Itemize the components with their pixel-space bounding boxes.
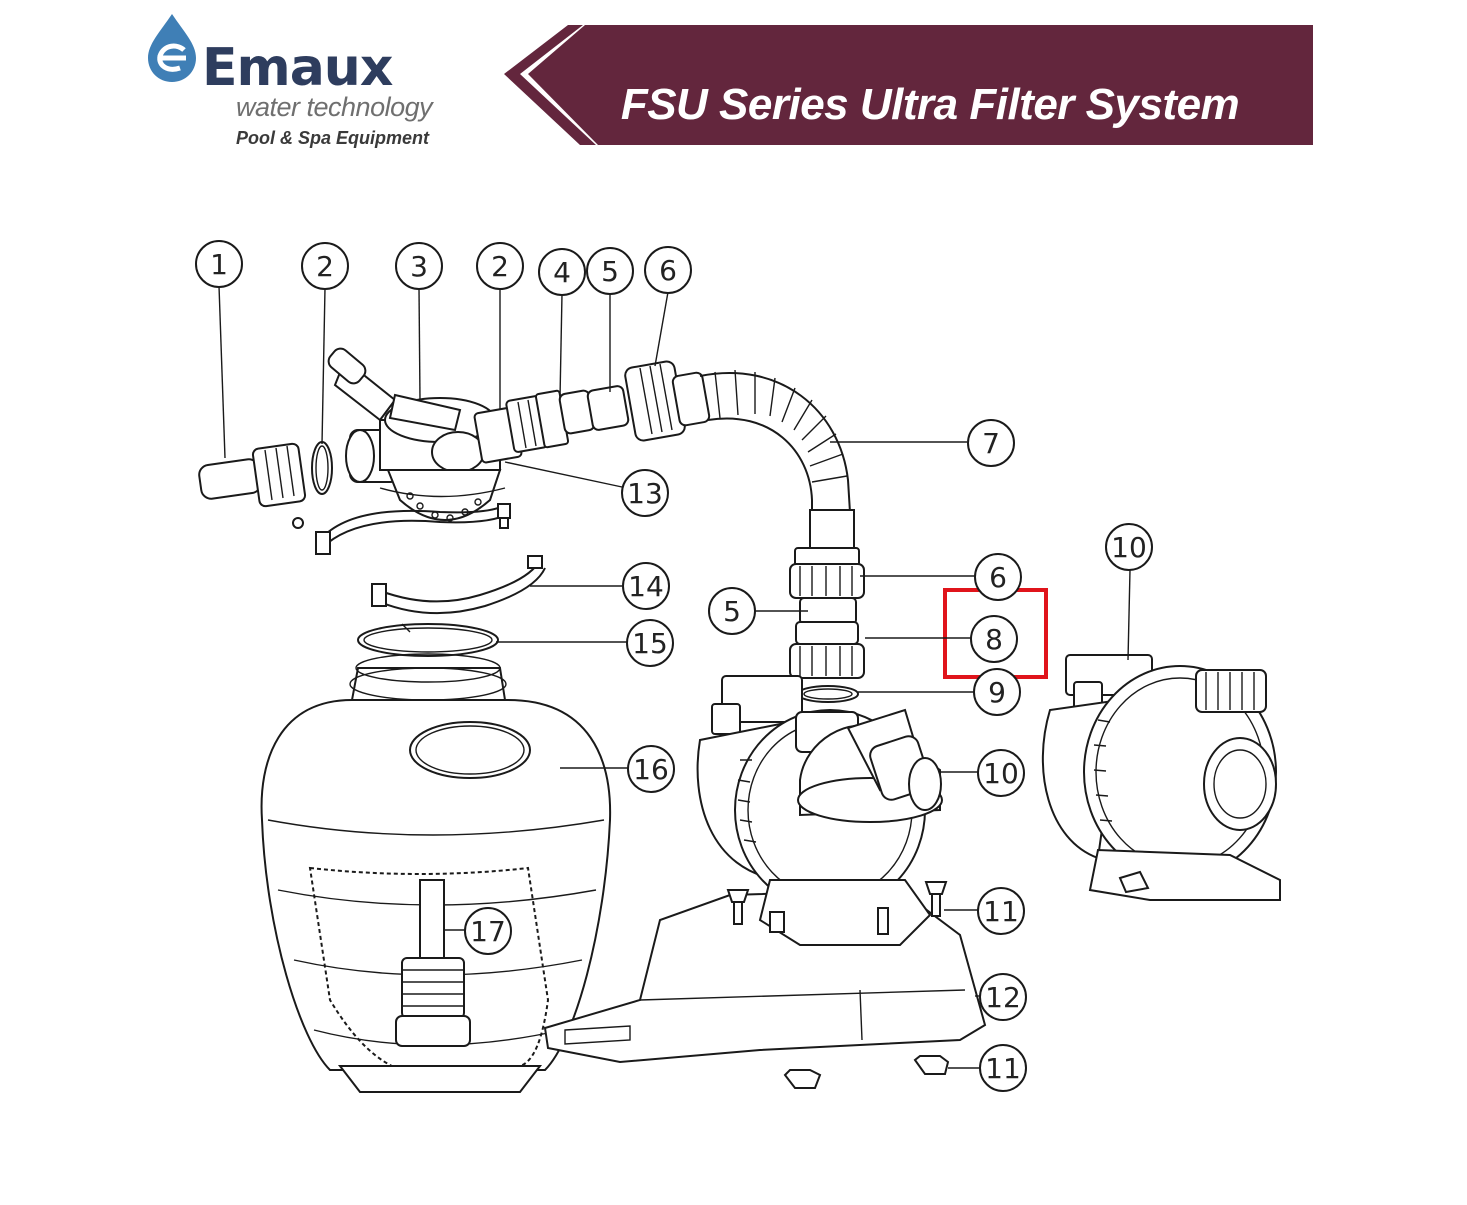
callout-label: 4 [553, 256, 571, 289]
callout-6: 6 [644, 246, 692, 294]
callout-circle [970, 615, 1018, 663]
callout-label: 15 [632, 627, 668, 660]
union-fitting-drawing [789, 547, 865, 703]
callout-label: 3 [410, 250, 428, 283]
callout-label: 9 [988, 676, 1006, 709]
callout-label: 12 [985, 981, 1021, 1014]
water-drop-e-icon [148, 14, 196, 82]
callout-circle [979, 973, 1027, 1021]
callout-5: 5 [708, 587, 756, 635]
callout-11: 11 [977, 887, 1025, 935]
callout-circle [622, 562, 670, 610]
callout-label: 17 [470, 915, 506, 948]
main-pump-drawing [696, 675, 948, 946]
callout-4: 4 [538, 248, 586, 296]
callout-circle [626, 619, 674, 667]
callout-label: 1 [210, 248, 228, 281]
callout-2: 2 [476, 242, 524, 290]
callout-label: 2 [491, 250, 509, 283]
callout-circle [464, 907, 512, 955]
brand-tagline: water technology [236, 92, 433, 122]
callout-label: 16 [633, 753, 669, 786]
banner-title: FSU Series Ultra Filter System [620, 80, 1240, 129]
callout-16: 16 [627, 745, 675, 793]
callout-15: 15 [626, 619, 674, 667]
callout-circle [621, 469, 669, 517]
callout-circle [627, 745, 675, 793]
callout-label: 5 [723, 595, 741, 628]
callout-7: 7 [967, 419, 1015, 467]
callout-circle [974, 553, 1022, 601]
callout-3: 3 [395, 242, 443, 290]
callout-label: 8 [985, 623, 1003, 656]
callout-label: 6 [989, 561, 1007, 594]
callout-label: 11 [983, 895, 1019, 928]
callout-label: 5 [601, 255, 619, 288]
callout-label: 10 [983, 757, 1019, 790]
callout-circle [395, 242, 443, 290]
callout-14: 14 [622, 562, 670, 610]
callout-9: 9 [973, 668, 1021, 716]
callout-10: 10 [977, 749, 1025, 797]
alternate-pump-drawing [1041, 654, 1281, 901]
callout-2: 2 [301, 242, 349, 290]
brand-name: Emaux [202, 38, 393, 98]
callout-11: 11 [979, 1044, 1027, 1092]
callout-circle [973, 668, 1021, 716]
filter-tank-drawing [260, 653, 612, 1093]
callout-circle [195, 240, 243, 288]
callout-label: 11 [985, 1052, 1021, 1085]
callout-circle [301, 242, 349, 290]
callout-circle [1105, 523, 1153, 571]
callout-circle [586, 247, 634, 295]
callout-label: 13 [627, 477, 663, 510]
callout-label: 14 [628, 570, 664, 603]
callout-circle [977, 887, 1025, 935]
brand-subtitle: Pool & Spa Equipment [236, 128, 430, 148]
callout-label: 10 [1111, 531, 1147, 564]
callout-12: 12 [979, 973, 1027, 1021]
callout-label: 7 [982, 427, 1000, 460]
valve-assembly-drawing [198, 347, 711, 555]
callout-circle [708, 587, 756, 635]
callout-17: 17 [464, 907, 512, 955]
callout-5: 5 [586, 247, 634, 295]
flexible-hose-drawing [699, 369, 855, 551]
callout-8: 8 [970, 615, 1018, 663]
callout-circle [967, 419, 1015, 467]
title-banner [504, 25, 1313, 145]
leader-lines [218, 285, 1131, 1069]
callout-circle [476, 242, 524, 290]
callout-13: 13 [621, 469, 669, 517]
callout-circle [538, 248, 586, 296]
callout-label: 2 [316, 250, 334, 283]
callout-circle [977, 749, 1025, 797]
callout-6: 6 [974, 553, 1022, 601]
callout-label: 6 [659, 254, 677, 287]
tank-clamp-drawing [357, 555, 546, 657]
callout-1: 1 [195, 240, 243, 288]
callout-circle [979, 1044, 1027, 1092]
callout-10: 10 [1105, 523, 1153, 571]
callout-circle [644, 246, 692, 294]
